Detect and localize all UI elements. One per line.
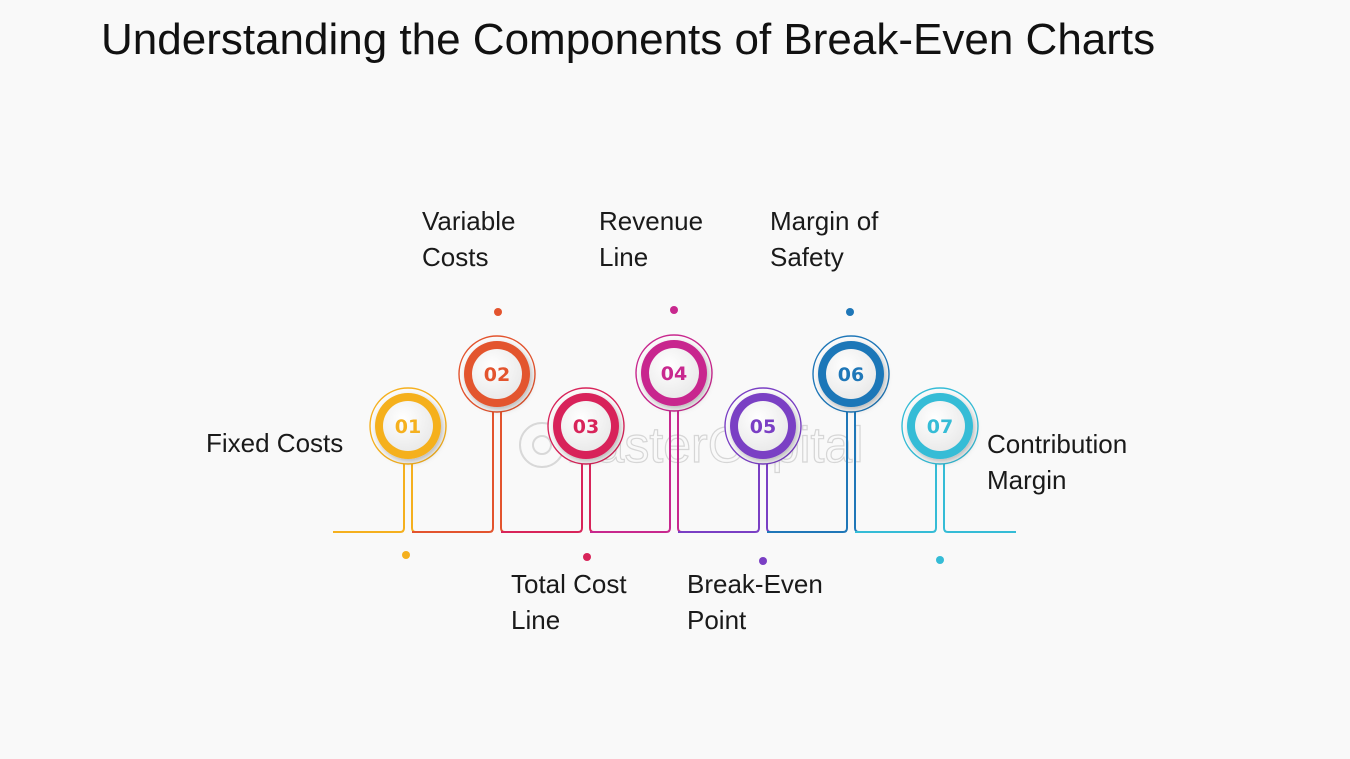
connector-line-right-07 [943,464,1016,533]
step-label-line: Fixed Costs [206,428,343,458]
step-label-line: Safety [770,242,844,272]
step-label-line: Margin of [770,206,879,236]
step-label-06: Margin of Safety [770,206,879,272]
step-node-03: 03 [547,387,625,465]
node-inner-disc [472,349,522,399]
marker-dot-04 [670,306,678,314]
connector-line-06 [767,412,848,533]
node-inner-disc [649,348,699,398]
connector-line-right-02 [500,412,506,533]
node-inner-disc [826,349,876,399]
step-number-07: 07 [927,416,953,438]
marker-dot-03 [583,553,591,561]
step-node-02: 02 [458,335,536,413]
step-number-04: 04 [661,363,687,385]
connector-lines [333,306,1016,565]
step-node-06: 06 [812,335,890,413]
step-node-07: 07 [901,387,979,465]
step-label-01: Fixed Costs [206,428,343,458]
step-node-01: 01 [369,387,447,465]
step-node-04: 04 [635,334,713,412]
step-label-line: Break-Even [687,569,823,599]
step-label-line: Variable [422,206,515,236]
connector-line-01 [333,464,405,533]
step-label-line: Margin [987,465,1066,495]
marker-dot-07 [936,556,944,564]
step-label-line: Total Cost [511,569,627,599]
step-number-02: 02 [484,364,510,386]
step-label-line: Point [687,605,747,635]
connector-line-03 [501,464,583,533]
step-label-line: Costs [422,242,488,272]
step-number-01: 01 [395,416,421,438]
marker-dot-06 [846,308,854,316]
step-nodes: 01 02 03 04 05 06 07 [369,334,979,465]
connector-line-02 [412,412,494,533]
node-inner-disc [738,401,788,451]
connector-line-right-01 [411,464,417,533]
node-inner-disc [915,401,965,451]
step-label-line: Line [511,605,560,635]
step-number-05: 05 [750,416,776,438]
marker-dot-02 [494,308,502,316]
connector-line-right-03 [589,464,595,533]
marker-dot-01 [402,551,410,559]
step-node-05: 05 [724,387,802,465]
step-number-06: 06 [838,364,864,386]
node-inner-disc [561,401,611,451]
connector-line-right-05 [766,464,772,533]
node-inner-disc [383,401,433,451]
connector-line-04 [590,411,671,533]
connector-line-07 [855,464,937,533]
step-number-03: 03 [573,416,599,438]
step-label-line: Revenue [599,206,703,236]
connector-line-05 [678,464,760,533]
page-title: Understanding the Components of Break-Ev… [101,15,1156,64]
step-label-line: Line [599,242,648,272]
step-label-line: Contribution [987,429,1127,459]
marker-dot-05 [759,557,767,565]
